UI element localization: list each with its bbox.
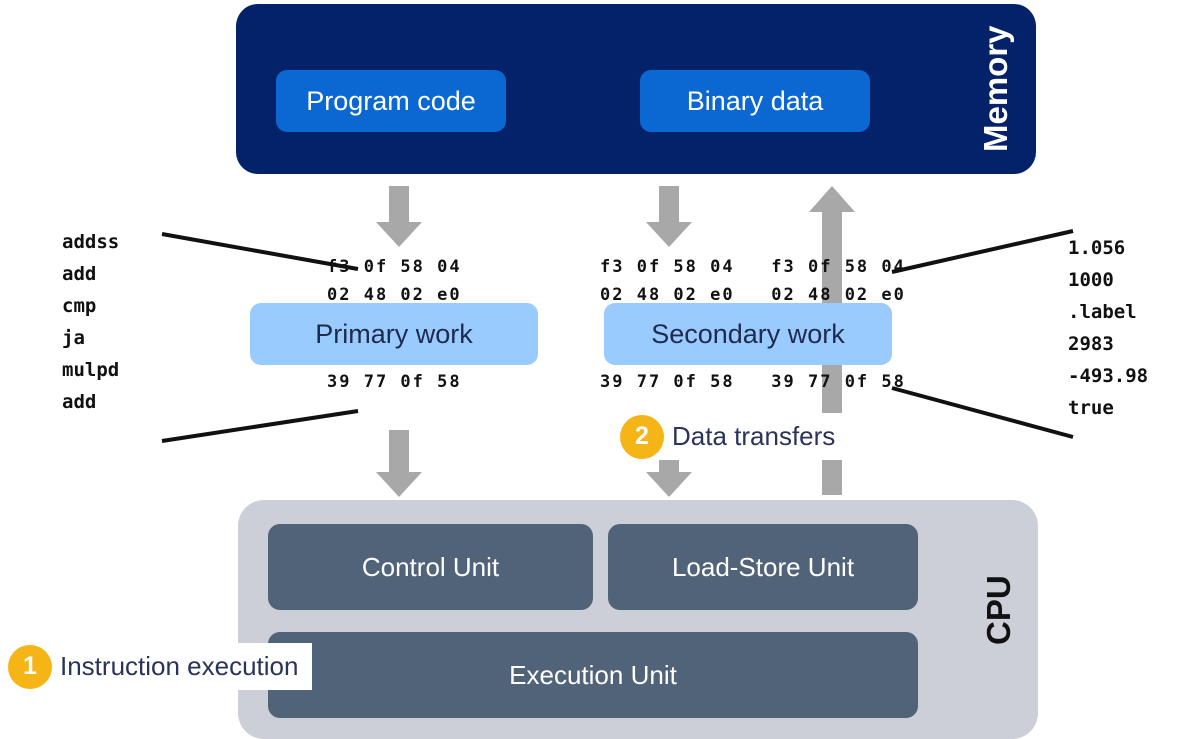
callout-label-instruction-execution: Instruction execution (30, 643, 313, 690)
memory-chip-program-code-label: Program code (306, 85, 476, 116)
secondary-work-box: Secondary work (604, 303, 892, 365)
primary-work-label: Primary work (315, 318, 473, 349)
arrow-down-secondary-to-cpu-icon (645, 430, 693, 498)
memory-chip-binary-data: Binary data (640, 70, 870, 132)
hex-code-row-1: f3 0f 58 04 (327, 257, 462, 277)
cpu-unit-control: Control Unit (268, 524, 593, 610)
callout-badge-1: 1 (8, 644, 52, 689)
connector-line-values-lower (890, 385, 1075, 441)
memory-chip-binary-data-label: Binary data (686, 85, 824, 116)
primary-work-box: Primary work (250, 303, 538, 365)
instruction-mnemonic-list: addss add cmp ja mulpd add (62, 231, 120, 413)
connector-line-instructions (160, 225, 360, 285)
hex-code-row-2: 02 48 02 e0 (327, 285, 462, 305)
memory-chip-program-code: Program code (276, 70, 506, 132)
callout-label-data-transfers: Data transfers (642, 413, 850, 460)
cpu-unit-load-store: Load-Store Unit (608, 524, 918, 610)
cpu-title: CPU (980, 575, 1017, 645)
cpu-unit-execution: Execution Unit (268, 632, 918, 718)
secondary-work-label: Secondary work (651, 318, 845, 349)
cpu-unit-execution-label: Execution Unit (509, 659, 677, 690)
memory-title: Memory (977, 25, 1014, 153)
hex-data-row-2: 02 48 02 e0 02 48 02 e0 (600, 285, 906, 305)
callout-instruction-execution: 1 Instruction execution (8, 643, 313, 690)
cpu-block: Control Unit Load-Store Unit Execution U… (238, 500, 1038, 739)
hex-code-row-3: 39 77 0f 58 (327, 372, 462, 392)
callout-data-transfers: 2 Data transfers (620, 413, 850, 460)
callout-badge-2: 2 (620, 414, 664, 459)
arrow-down-primary-to-cpu-icon (375, 430, 423, 498)
hex-data-row-3: 39 77 0f 58 39 77 0f 58 (600, 372, 906, 392)
arrow-down-program-code-icon (375, 186, 423, 248)
hex-data-row-1: f3 0f 58 04 f3 0f 58 04 (600, 257, 906, 277)
arrow-down-binary-data-icon (645, 186, 693, 248)
cpu-unit-load-store-label: Load-Store Unit (671, 551, 855, 582)
connector-line-instructions-lower (160, 408, 360, 448)
cpu-unit-control-label: Control Unit (361, 551, 500, 582)
data-value-list: 1.056 1000 .label 2983 -493.98 true (1068, 237, 1149, 419)
memory-block: Program code Binary data Memory (236, 4, 1036, 174)
connector-line-values-upper (890, 228, 1075, 276)
